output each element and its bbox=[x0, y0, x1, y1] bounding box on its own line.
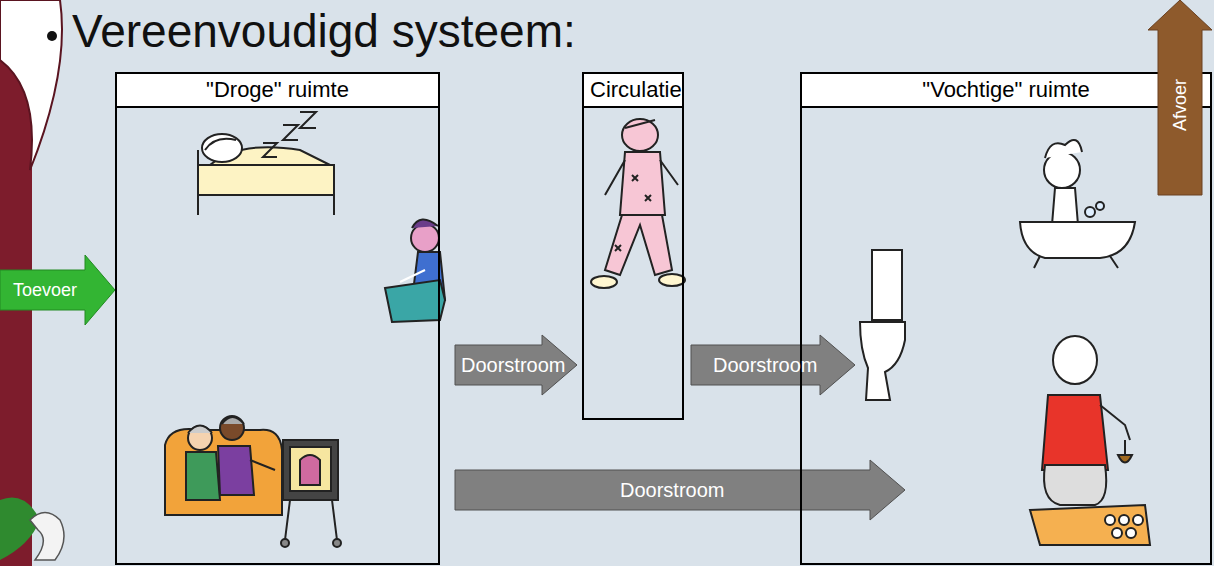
room-box: "Vochtige" ruimte bbox=[800, 72, 1212, 565]
flow-label: Doorstroom bbox=[620, 478, 724, 502]
room-header: Circulatie bbox=[584, 74, 682, 108]
flow-label: Doorstroom bbox=[713, 353, 817, 377]
flow-label: Afvoer bbox=[1169, 79, 1191, 131]
toilet-illustration bbox=[860, 250, 905, 400]
flow-label: Doorstroom bbox=[461, 353, 565, 377]
room-box: "Droge" ruimte bbox=[115, 72, 440, 565]
flow-arrow bbox=[455, 335, 577, 395]
cook-illustration bbox=[1030, 336, 1150, 545]
room-header: "Vochtige" ruimte bbox=[802, 74, 1210, 108]
slide-title: Vereenvoudigd systeem: bbox=[72, 4, 576, 58]
sofa-illustration bbox=[165, 416, 341, 547]
bath-illustration bbox=[1020, 140, 1135, 268]
desk-illustration bbox=[385, 219, 445, 322]
walker-illustration bbox=[591, 119, 685, 288]
flow-arrow bbox=[455, 460, 905, 520]
flow-label: Toevoer bbox=[13, 279, 77, 301]
room-box: Circulatie bbox=[582, 72, 684, 420]
bed-illustration bbox=[198, 112, 334, 215]
room-header: "Droge" ruimte bbox=[117, 74, 438, 108]
flow-arrow bbox=[691, 335, 855, 395]
